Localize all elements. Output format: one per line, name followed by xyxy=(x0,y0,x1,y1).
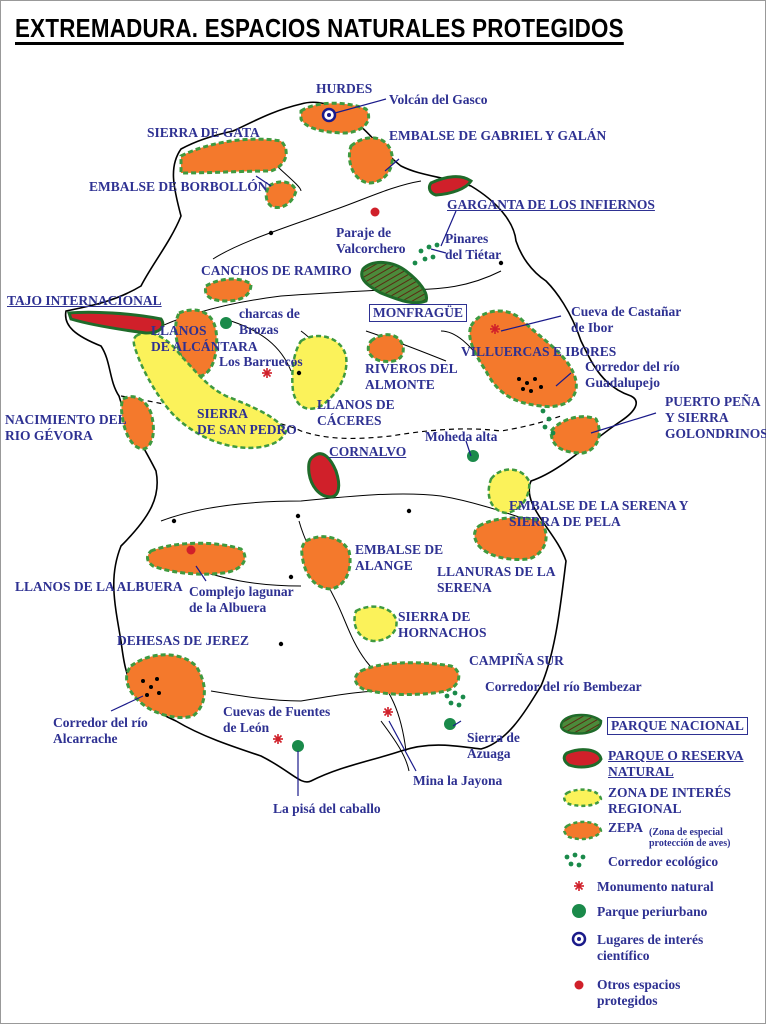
label-llanuras-serena: LLANURAS DE LA SERENA xyxy=(437,564,556,595)
label-nacimiento-gevora: NACIMIENTO DEL RIO GÉVORA xyxy=(5,412,127,443)
zepa-sierra-gata xyxy=(179,137,288,175)
label-volcan-gasco: Volcán del Gasco xyxy=(389,92,488,107)
label-sierra-hornachos: SIERRA DE HORNACHOS xyxy=(398,609,487,640)
label-cuevas-fuentes: Cuevas de Fuentes de León xyxy=(223,704,331,735)
label-canchos-ramiro: CANCHOS DE RAMIRO xyxy=(201,263,352,278)
legend-cientifico: Lugares de interés científico xyxy=(597,932,704,963)
label-embalse-serena: EMBALSE DE LA SERENA Y SIERRA DE PELA xyxy=(509,498,689,529)
zepa-riveros-almonte xyxy=(366,333,405,363)
legend-swatch-parque-reserva xyxy=(562,748,603,769)
legend-parque-nacional: PARQUE NACIONAL xyxy=(607,717,748,735)
label-villuercas-ibores: VILLUERCAS E IBORES xyxy=(461,344,617,359)
label-puerto-pena: PUERTO PEÑA Y SIERRA GOLONDRINOS xyxy=(665,394,766,441)
label-los-barruecos: Los Barruecos xyxy=(219,354,303,369)
label-sierra-azuaga: Sierra de Azuaga xyxy=(467,730,520,761)
monument-markers xyxy=(262,324,500,744)
label-embalse-borbollon: EMBALSE DE BORBOLLÓN xyxy=(89,179,268,194)
label-sierra-gata: SIERRA DE GATA xyxy=(147,125,260,140)
legend-swatch-corredor xyxy=(564,852,586,868)
legend-periurbano: Parque periurbano xyxy=(597,904,708,919)
zir-embalse-serena xyxy=(487,468,531,515)
national-park-monfrague xyxy=(360,261,429,305)
label-pisa-caballo: La pisá del caballo xyxy=(273,801,381,816)
legend-swatch-zona-interes xyxy=(563,788,603,808)
map-title: EXTREMADURA. ESPACIOS NATURALES PROTEGID… xyxy=(15,13,624,43)
brozas-marker xyxy=(220,317,232,329)
zepa-canchos-ramiro xyxy=(203,277,253,303)
zepa-gabriel-galan xyxy=(347,136,394,185)
legend-zona-interes: ZONA DE INTERÉS REGIONAL xyxy=(608,785,732,816)
legend-monumento: Monumento natural xyxy=(597,879,714,894)
albuera-marker xyxy=(186,545,196,555)
label-llanos-caceres: LLANOS DE CÁCERES xyxy=(317,397,395,428)
region-outline xyxy=(64,101,637,783)
label-cueva-castanar: Cueva de Castañar de Ibor xyxy=(571,304,682,335)
reserve-cornalvo xyxy=(307,452,341,499)
azuaga-marker xyxy=(444,718,456,730)
leader-lines xyxy=(110,98,657,796)
legend-zepa: ZEPA xyxy=(608,820,644,835)
legend-parque-reserva: PARQUE O RESERVA NATURAL xyxy=(608,748,744,779)
label-mina-jayona: Mina la Jayona xyxy=(413,773,503,788)
legend-swatch-zepa xyxy=(563,820,603,841)
legend-swatch-otros xyxy=(574,980,584,990)
label-campina-sur: CAMPIÑA SUR xyxy=(469,653,564,668)
zepa-llanos-albuera xyxy=(146,541,247,576)
label-garganta-infiernos: GARGANTA DE LOS INFIERNOS xyxy=(447,197,655,212)
zepa-llanuras-serena xyxy=(473,516,548,561)
reserve-areas xyxy=(66,175,474,499)
label-embalse-gabriel: EMBALSE DE GABRIEL Y GALÁN xyxy=(389,128,607,143)
label-dehesas-jerez: DEHESAS DE JEREZ xyxy=(117,633,250,648)
label-pinares-tietar: Pinares del Tiétar xyxy=(445,231,502,262)
moheda-marker xyxy=(467,450,479,462)
label-complejo-albuera: Complejo lagunar de la Albuera xyxy=(189,584,294,615)
label-riveros-almonte: RIVEROS DEL ALMONTE xyxy=(365,361,458,392)
label-cornalvo: CORNALVO xyxy=(329,444,407,459)
zepa-alange xyxy=(300,535,352,591)
label-sierra-san-pedro: SIERRA DE SAN PEDRO xyxy=(197,406,297,437)
label-embalse-alange: EMBALSE DE ALANGE xyxy=(355,542,444,573)
label-monfrague: MONFRAGÜE xyxy=(369,304,467,322)
legend-corredor: Corredor ecológico xyxy=(608,854,719,869)
legend-swatch-parque-nacional xyxy=(559,713,603,735)
label-hurdes: HURDES xyxy=(316,81,373,96)
zir-sierra-hornachos xyxy=(353,605,398,643)
label-paraje-valcorchero: Paraje de Valcorchero xyxy=(336,225,406,256)
legend-swatch-periurbano xyxy=(572,904,586,918)
label-charcas-brozas: charcas de Brozas xyxy=(239,306,300,337)
legend-zepa-note: (Zona de especial protección de aves) xyxy=(649,827,731,849)
legend-swatches xyxy=(559,713,603,990)
zepa-nacimiento-gevora xyxy=(120,395,155,451)
legend-otros: Otros espacios protegidos xyxy=(597,977,681,1008)
zepa-dehesas-jerez xyxy=(125,653,206,719)
label-corredor-bembezar: Corredor del río Bembezar xyxy=(485,679,642,694)
zepa-borbollon xyxy=(264,180,298,209)
reserve-garganta xyxy=(427,175,474,197)
zir-llanos-caceres xyxy=(291,334,348,410)
zir-areas xyxy=(132,331,531,643)
point-markers xyxy=(186,107,479,752)
label-corredor-alcarrache: Corredor del río Alcarrache xyxy=(53,715,148,746)
reserve-tajo xyxy=(66,310,165,335)
valcorchero-marker xyxy=(370,207,380,217)
label-llanos-albuera: LLANOS DE LA ALBUERA xyxy=(15,579,183,594)
label-corredor-guadalupejo: Corredor del río Guadalupejo xyxy=(585,359,680,390)
label-llanos-alcantara: LLANOS DE ALCÁNTARA xyxy=(151,323,258,354)
zepa-villuercas xyxy=(468,309,578,409)
zepa-campina-sur xyxy=(353,661,461,696)
corridor-dots xyxy=(412,242,556,708)
label-moheda-alta: Moheda alta xyxy=(425,429,498,444)
legend-swatch-monumento xyxy=(574,881,584,891)
zir-sierra-san-pedro xyxy=(132,331,288,450)
zepa-puerto-pena xyxy=(549,415,601,455)
label-tajo-internacional: TAJO INTERNACIONAL xyxy=(7,293,162,308)
pisa-marker xyxy=(292,740,304,752)
